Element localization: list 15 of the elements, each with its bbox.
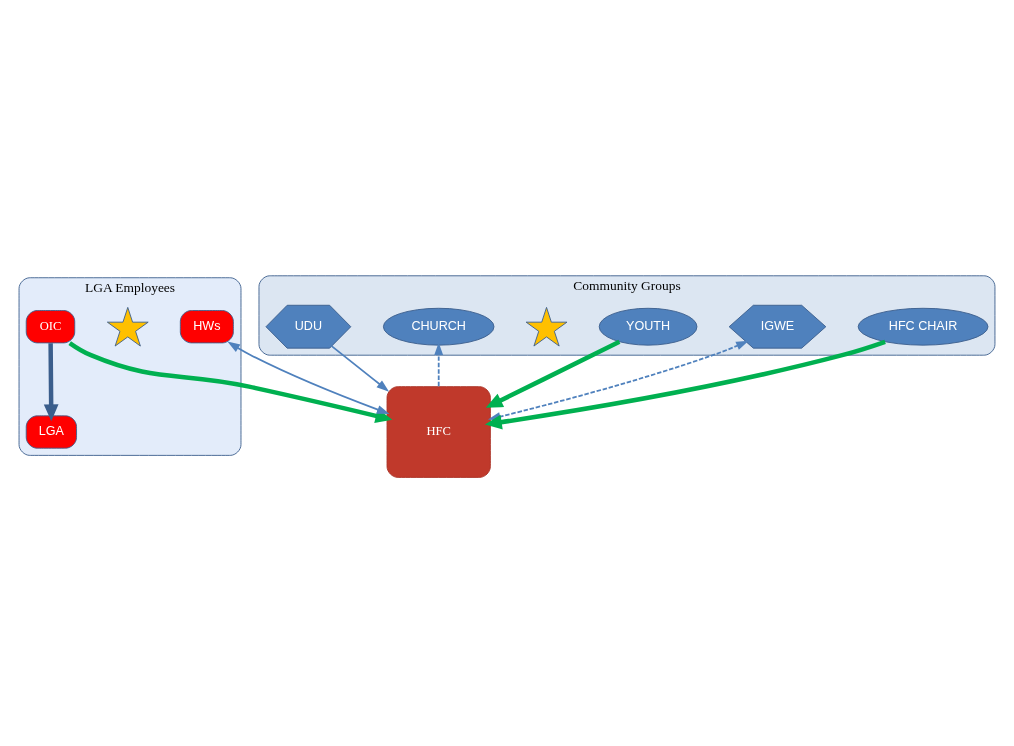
arrow bbox=[434, 342, 444, 388]
arrow bbox=[68, 341, 393, 423]
arrow bbox=[330, 345, 390, 392]
node-star bbox=[106, 306, 149, 347]
node-ellipse: YOUTH bbox=[598, 307, 698, 346]
arrow bbox=[485, 339, 621, 408]
node-ellipse: CHURCH bbox=[382, 307, 495, 346]
node-box: HWs bbox=[179, 310, 234, 344]
node-star bbox=[525, 306, 568, 347]
arrow bbox=[227, 341, 390, 414]
node-box: HFC bbox=[386, 386, 491, 478]
node-box: OIC bbox=[25, 310, 76, 344]
node-box: LGA bbox=[25, 415, 77, 449]
arrow bbox=[43, 343, 59, 422]
node-ellipse: HFC CHAIR bbox=[857, 307, 989, 346]
